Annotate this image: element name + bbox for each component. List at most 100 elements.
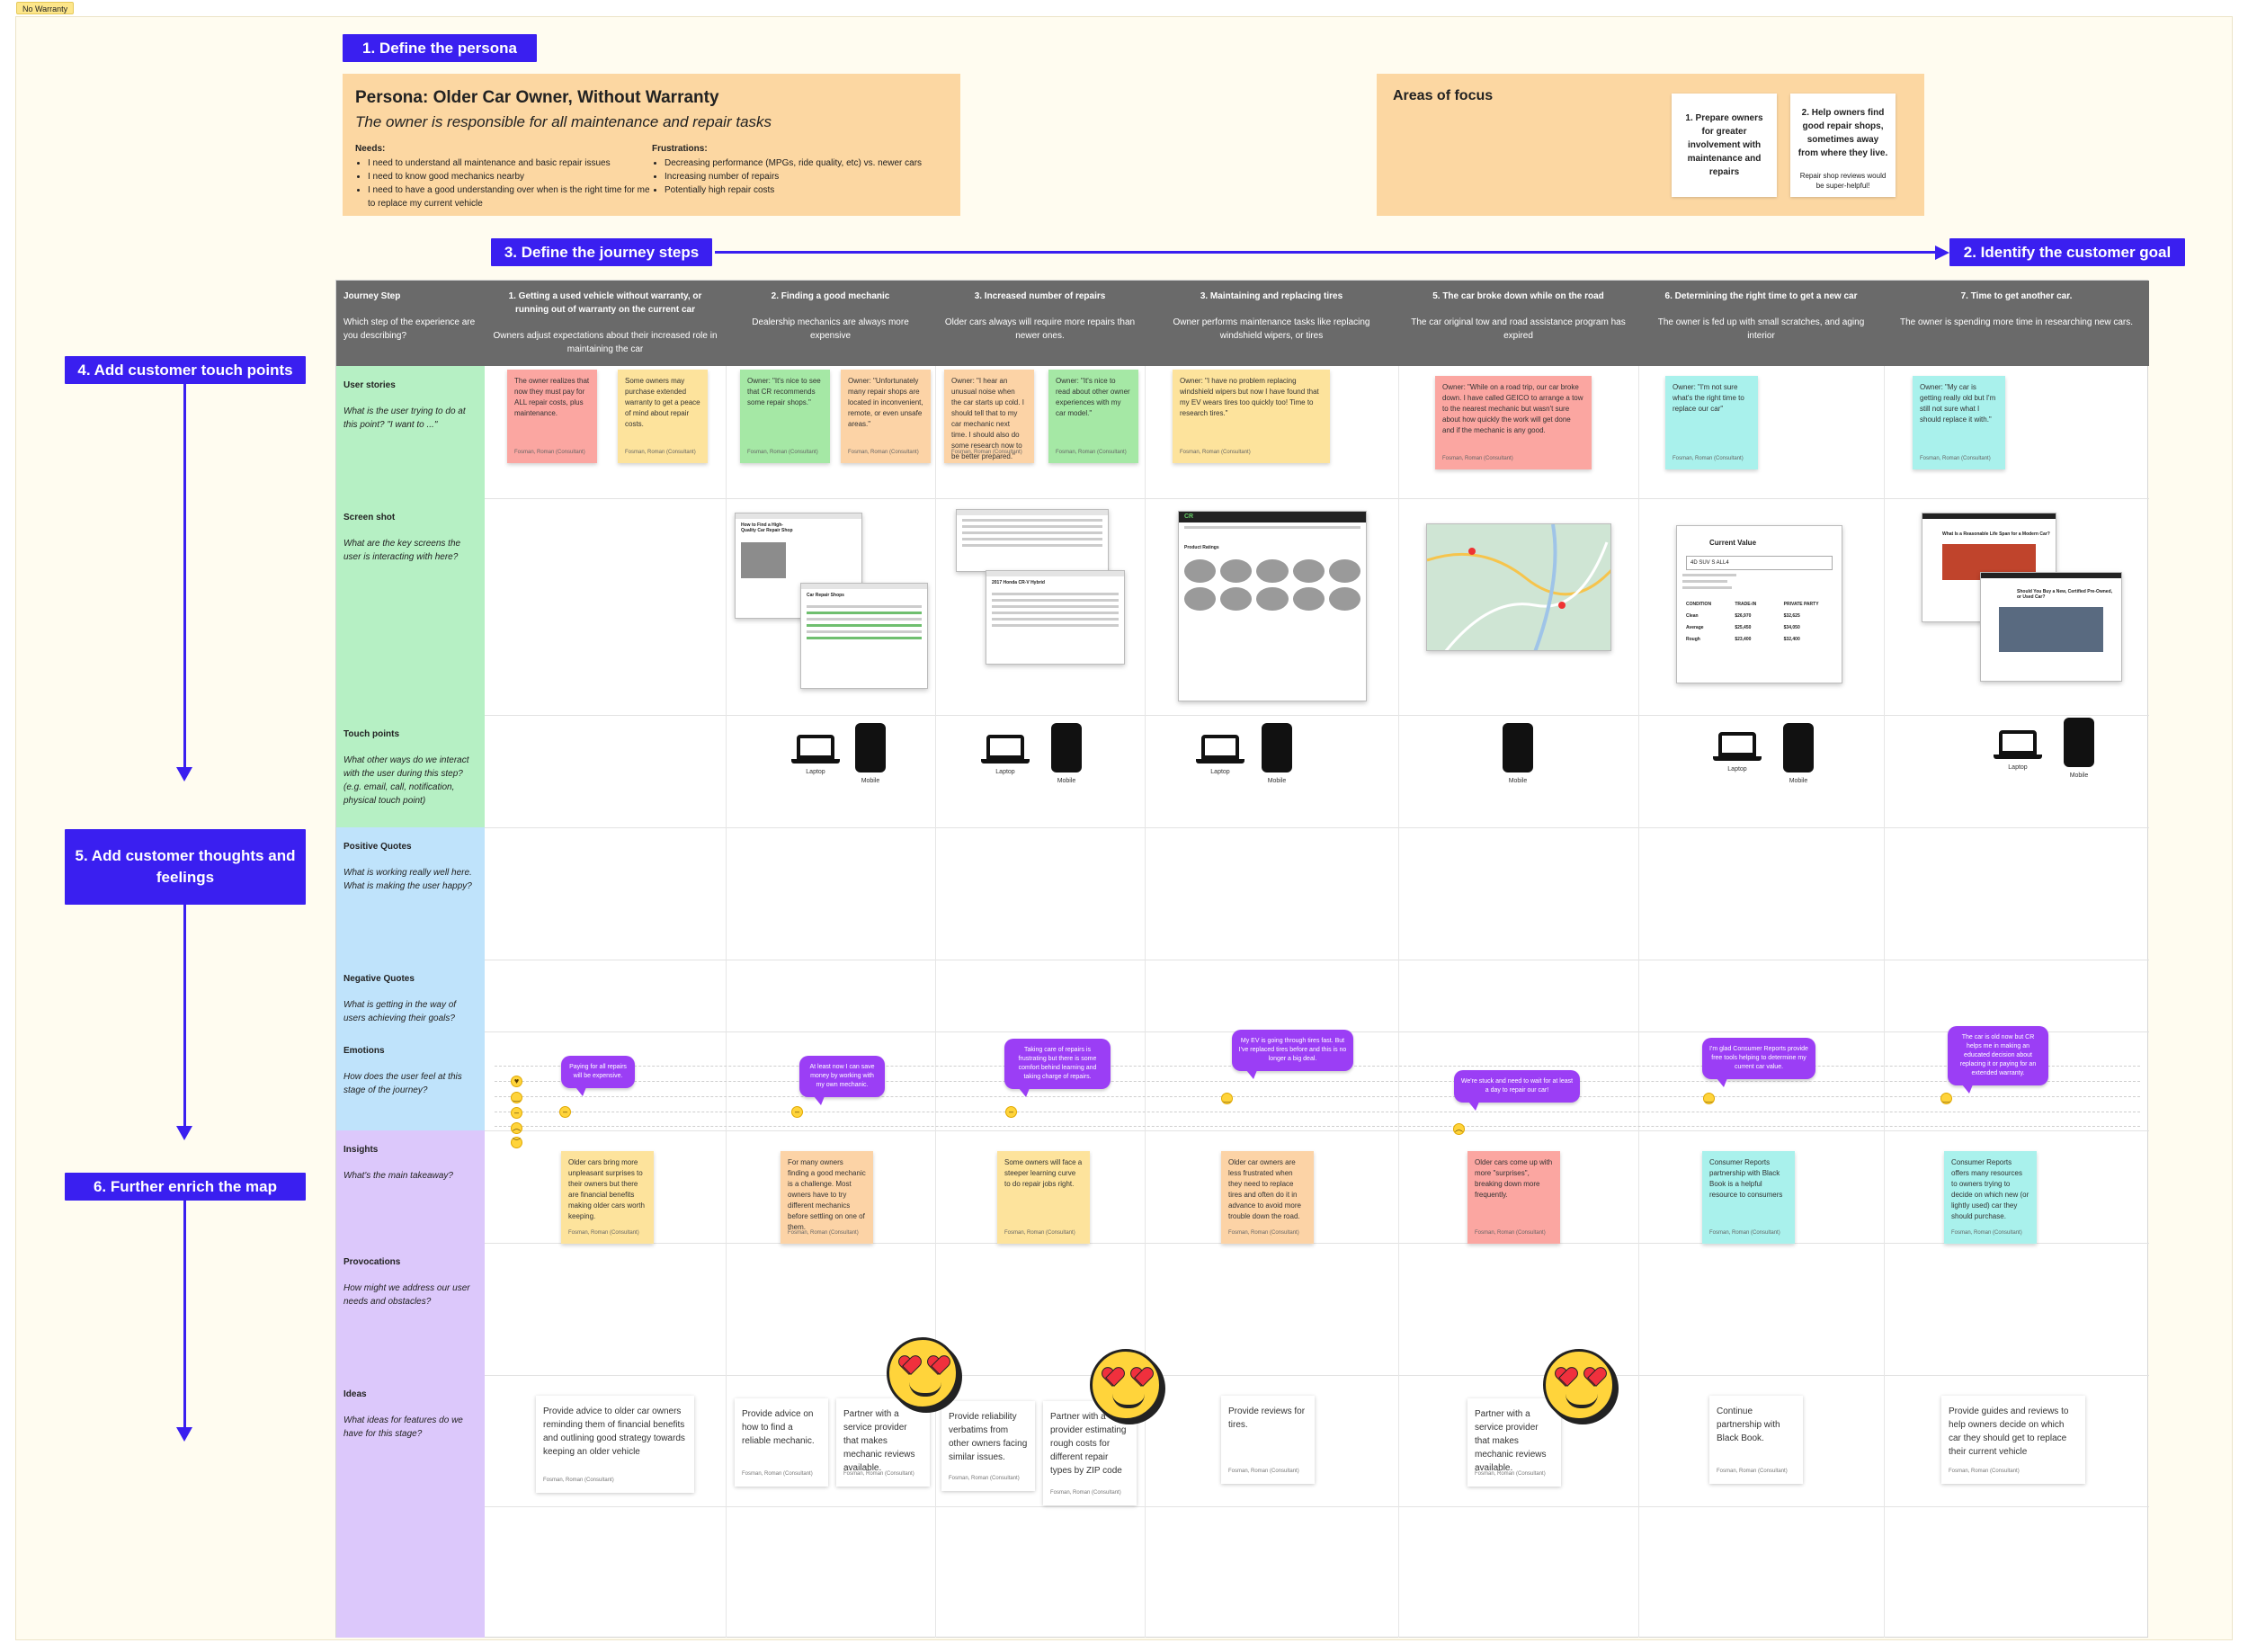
journey-step-6[interactable]: 6. Determining the right time to get a n…	[1638, 281, 1884, 366]
label-define-persona[interactable]: 1. Define the persona	[343, 34, 537, 62]
emoji-neutral-icon: –	[1005, 1106, 1017, 1118]
label-thoughts-feelings[interactable]: 5. Add customer thoughts and feelings	[65, 829, 306, 905]
emotion-bubble[interactable]: I'm glad Consumer Reports provide free t…	[1702, 1038, 1815, 1087]
emotion-bubble[interactable]: At least now I can save money by working…	[799, 1056, 885, 1105]
emoji-smile-icon: ‿	[1703, 1093, 1715, 1104]
label-identify-goal[interactable]: 2. Identify the customer goal	[1949, 238, 2185, 266]
persona-subtitle: The owner is responsible for all mainten…	[355, 113, 772, 130]
emoji-smile-icon: ‿	[511, 1092, 522, 1103]
journey-grid: Journey Step Which step of the experienc…	[335, 280, 2149, 1638]
screenshot-title: How to Find a High-Quality Car Repair Sh…	[741, 522, 793, 533]
emoji-smile-icon: ‿	[1221, 1093, 1233, 1104]
emotion-bubble[interactable]: My EV is going through tires fast. But I…	[1232, 1030, 1353, 1079]
label-enrich-map[interactable]: 6. Further enrich the map	[65, 1173, 306, 1201]
insight-sticky[interactable]: Older cars bring more unpleasant surpris…	[561, 1151, 654, 1244]
focus-card-1[interactable]: 1. Prepare owners for greater involvemen…	[1672, 94, 1777, 197]
need-item: I need to understand all maintenance and…	[368, 156, 652, 170]
story-sticky[interactable]: The owner realizes that now they must pa…	[507, 370, 597, 463]
insight-sticky[interactable]: Older car owners are less frustrated whe…	[1221, 1151, 1314, 1244]
journey-step-7[interactable]: 7. Time to get another car.The owner is …	[1884, 281, 2149, 366]
idea-card[interactable]: Provide advice on how to find a reliable…	[735, 1398, 828, 1487]
emoji-smile-icon: ‿	[1940, 1093, 1952, 1104]
focus-card-2-text: 2. Help owners find good repair shops, s…	[1798, 108, 1888, 158]
journey-header-row: Journey Step Which step of the experienc…	[336, 281, 2149, 366]
focus-card-2[interactable]: 2. Help owners find good repair shops, s…	[1790, 94, 1896, 197]
insight-sticky[interactable]: Consumer Reports offers many resources t…	[1944, 1151, 2037, 1244]
step-title: 3. Maintaining and replacing tires	[1200, 291, 1343, 301]
idea-card[interactable]: Continue partnership with Black Book.Fos…	[1709, 1396, 1803, 1484]
laptop-icon: Laptop	[1994, 730, 2042, 771]
story-sticky[interactable]: Owner: "My car is getting really old but…	[1913, 376, 2005, 469]
emotion-bubble[interactable]: We're stuck and need to wait for at leas…	[1454, 1070, 1580, 1111]
step-title: 3. Increased number of repairs	[974, 291, 1106, 301]
arrow-line-1	[183, 384, 186, 769]
focus-title: Areas of focus	[1393, 88, 1494, 103]
col-divider	[1638, 366, 1639, 1638]
insight-sticky[interactable]: Some owners will face a steeper learning…	[997, 1151, 1090, 1244]
idea-card[interactable]: Partner with a service provider that mak…	[1467, 1398, 1561, 1487]
screenshot-reliability[interactable]: 2017 Honda CR-V Hybrid	[986, 570, 1125, 665]
row-divider	[485, 715, 2149, 716]
screenshot-subtitle: Product Ratings	[1184, 545, 1219, 550]
story-sticky[interactable]: Owner: "Unfortunately many repair shops …	[841, 370, 931, 463]
frame-tag[interactable]: No Warranty	[16, 2, 75, 14]
frustration-item: Increasing number of repairs	[665, 170, 940, 183]
step-title: 2. Finding a good mechanic	[771, 291, 890, 301]
emoji-sad-icon: ︵	[1453, 1123, 1465, 1135]
story-sticky[interactable]: Some owners may purchase extended warran…	[618, 370, 708, 463]
screenshot-subtitle: Car Repair Shops	[807, 593, 844, 598]
need-item: I need to have a good understanding over…	[368, 183, 652, 210]
insight-sticky[interactable]: Consumer Reports partnership with Black …	[1702, 1151, 1795, 1244]
persona-title: Persona: Older Car Owner, Without Warran…	[355, 88, 719, 107]
story-sticky[interactable]: Owner: "While on a road trip, our car br…	[1435, 376, 1592, 469]
screenshot-map[interactable]	[1426, 523, 1611, 651]
idea-card[interactable]: Partner with a service provider that mak…	[836, 1398, 930, 1487]
heart-eyes-emoji-icon[interactable]	[887, 1337, 959, 1409]
screenshot-forum[interactable]	[956, 509, 1109, 572]
emotion-bubble[interactable]: Taking care of repairs is frustrating bu…	[1004, 1039, 1111, 1097]
arrow-line-3	[183, 1201, 186, 1429]
idea-card[interactable]: Partner with a provider estimating rough…	[1043, 1401, 1137, 1505]
screenshot-buy-new-article[interactable]: Should You Buy a New, Certified Pre-Owne…	[1980, 572, 2122, 682]
header-label-title: Journey Step	[343, 291, 401, 301]
frustrations-list: Decreasing performance (MPGs, ride quali…	[652, 156, 940, 197]
heart-eyes-emoji-icon[interactable]	[1543, 1349, 1615, 1421]
story-sticky[interactable]: Owner: "It's nice to see that CR recomme…	[740, 370, 830, 463]
mobile-icon: Mobile	[1262, 723, 1292, 784]
idea-card[interactable]: Provide reliability verbatims from other…	[941, 1401, 1035, 1491]
idea-card[interactable]: Provide reviews for tires.Fosman, Roman …	[1221, 1396, 1315, 1484]
insight-sticky[interactable]: Older cars come up with more "surprises"…	[1467, 1151, 1560, 1244]
step-title: 6. Determining the right time to get a n…	[1664, 291, 1858, 301]
row-divider	[485, 498, 2149, 499]
label-touch-points[interactable]: 4. Add customer touch points	[65, 356, 306, 384]
screenshot-model: 4D SUV S ALL4	[1686, 556, 1833, 570]
label-journey-steps[interactable]: 3. Define the journey steps	[491, 238, 712, 266]
story-sticky[interactable]: Owner: "I have no problem replacing wind…	[1173, 370, 1330, 463]
story-sticky[interactable]: Owner: "It's nice to read about other ow…	[1048, 370, 1138, 463]
story-sticky[interactable]: Owner: "I'm not sure what's the right ti…	[1665, 376, 1758, 469]
emotion-bubble[interactable]: The car is old now but CR helps me in ma…	[1948, 1026, 2048, 1094]
persona-panel[interactable]: Persona: Older Car Owner, Without Warran…	[343, 74, 960, 216]
arrowhead-1	[176, 767, 192, 781]
idea-card[interactable]: Provide advice to older car owners remin…	[536, 1396, 694, 1493]
story-sticky[interactable]: Owner: "I hear an unusual noise when the…	[944, 370, 1034, 463]
heart-eyes-emoji-icon[interactable]	[1090, 1349, 1162, 1421]
emotion-bubble[interactable]: Paying for all repairs will be expensive…	[561, 1056, 635, 1096]
row-divider	[485, 1375, 2149, 1376]
insight-sticky[interactable]: For many owners finding a good mechanic …	[781, 1151, 873, 1244]
screenshot-repair-shops[interactable]: Car Repair Shops	[800, 583, 928, 689]
idea-card[interactable]: Provide guides and reviews to help owner…	[1941, 1396, 2085, 1484]
header-label-desc: Which step of the experience are you des…	[343, 317, 476, 341]
screenshot-tire-ratings[interactable]: CR Product Ratings	[1178, 511, 1367, 701]
journey-step-1[interactable]: 1. Getting a used vehicle without warran…	[485, 281, 726, 366]
header-label-cell: Journey Step Which step of the experienc…	[336, 281, 485, 366]
